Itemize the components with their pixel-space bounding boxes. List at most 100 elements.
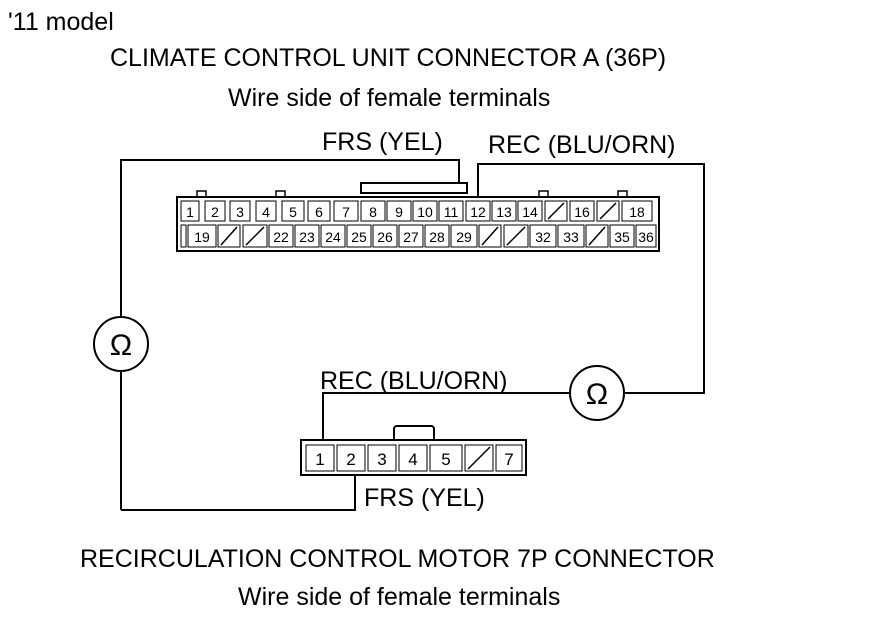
pin-cell (557, 224, 585, 248)
top-connector-subtitle: Wire side of female terminals (228, 84, 550, 112)
pin-cell-empty (596, 200, 620, 222)
frs-wire-label-top: FRS (YEL) (322, 128, 443, 156)
pin-label: 8 (369, 204, 377, 220)
pin-cell (268, 224, 294, 248)
pin-cell (180, 200, 200, 222)
pin-cell (307, 200, 331, 222)
pin-label: 25 (351, 229, 367, 245)
pin-label: 10 (417, 204, 433, 220)
pin-label: 2 (346, 450, 355, 469)
pin-cell-blank (180, 224, 187, 248)
pin-cell-empty (217, 224, 241, 248)
pin-cell (465, 200, 491, 222)
ohm-icon: Ω (586, 378, 608, 411)
ohmmeter-right: Ω (569, 365, 625, 421)
pin-cell (204, 200, 226, 222)
pin-label: 4 (408, 450, 417, 469)
pin-label: 5 (441, 450, 450, 469)
pin-label: 12 (470, 204, 486, 220)
pin-label: 7 (504, 450, 513, 469)
pin-cell (517, 200, 543, 222)
empty-pin-slash (220, 226, 238, 246)
empty-pin-slash (588, 226, 606, 246)
pin-cell (491, 200, 517, 222)
pin-cell (529, 224, 557, 248)
pin-label: 28 (429, 229, 445, 245)
ohm-icon: Ω (110, 329, 132, 362)
pin-cell (187, 224, 217, 248)
pin-cell-empty (464, 444, 494, 472)
pin-label: 32 (535, 229, 551, 245)
pin-cell (609, 224, 635, 248)
pin-cell (281, 200, 305, 222)
pin-label: 24 (325, 229, 341, 245)
pin-cell (569, 200, 595, 222)
pin-label: 18 (629, 204, 645, 220)
frs-wire-top (120, 159, 460, 317)
pin-cell (346, 224, 372, 248)
pin-cell (305, 444, 335, 472)
pin-label: 1 (315, 450, 324, 469)
pin-cell (367, 444, 397, 472)
pin-cell (450, 224, 478, 248)
climate-control-connector-36p: 1 2 3 4 5 6 7 8 9 10 11 12 13 14 16 18 (176, 182, 660, 252)
pin-cell (294, 224, 320, 248)
pin-label: 35 (614, 229, 630, 245)
pin-label: 11 (444, 204, 459, 220)
pin-label: 22 (273, 229, 289, 245)
pin-label: 33 (563, 229, 579, 245)
pin-label: 3 (377, 450, 386, 469)
pin-cell (429, 444, 463, 472)
connector-body (176, 196, 660, 252)
pin-label: 14 (522, 204, 538, 220)
pin-cell (424, 224, 450, 248)
model-label: '11 model (8, 8, 114, 36)
pin-cell (372, 224, 398, 248)
pin-cell (255, 200, 277, 222)
empty-pin-slash (506, 226, 526, 246)
empty-pin-slash (467, 446, 491, 470)
pin-cell (386, 200, 412, 222)
pin-cell (621, 200, 653, 222)
pin-label: 23 (299, 229, 315, 245)
pin-cell-empty (585, 224, 609, 248)
bottom-connector-title: RECIRCULATION CONTROL MOTOR 7P CONNECTOR (80, 545, 715, 573)
pin-label: 19 (194, 229, 210, 245)
pin-cell (438, 200, 464, 222)
empty-pin-slash (245, 226, 265, 246)
pin-cell (495, 444, 523, 472)
pin-cell-empty (503, 224, 529, 248)
pin-cell (336, 444, 366, 472)
pin-cell (320, 224, 346, 248)
frs-wire-bottom (121, 473, 356, 511)
pin-label: 16 (574, 204, 590, 220)
ohmmeter-left: Ω (93, 316, 149, 372)
pin-label: 29 (456, 229, 472, 245)
pin-label: 5 (289, 204, 297, 220)
rec-wire-label-bottom: REC (BLU/ORN) (320, 367, 508, 395)
top-connector-title: CLIMATE CONTROL UNIT CONNECTOR A (36P) (110, 44, 666, 72)
rec-wire-bottom (322, 392, 570, 440)
empty-pin-slash (547, 202, 565, 220)
pin-label: 26 (377, 229, 393, 245)
connector-body (300, 439, 527, 476)
pin-cell (333, 200, 359, 222)
rec-wire-label-top: REC (BLU/ORN) (488, 131, 676, 159)
pin-label: 9 (395, 204, 403, 220)
pin-cell (412, 200, 438, 222)
recirculation-motor-connector-7p: 1 2 3 4 5 7 (300, 425, 527, 476)
pin-cell (398, 224, 424, 248)
pin-cell (635, 224, 657, 248)
pin-cell-empty (544, 200, 568, 222)
pin-label: 3 (236, 204, 244, 220)
frs-wire-label-bottom: FRS (YEL) (364, 484, 485, 512)
bottom-connector-subtitle: Wire side of female terminals (238, 583, 560, 611)
pin-cell-empty (242, 224, 268, 248)
ohmmeter-left-circle (93, 316, 149, 372)
pin-label: 13 (496, 204, 512, 220)
ohmmeter-right-circle (569, 365, 625, 421)
pin-label: 4 (262, 204, 270, 220)
rec-wire-top (477, 163, 705, 394)
pin-cell (229, 200, 251, 222)
pin-cell (360, 200, 386, 222)
